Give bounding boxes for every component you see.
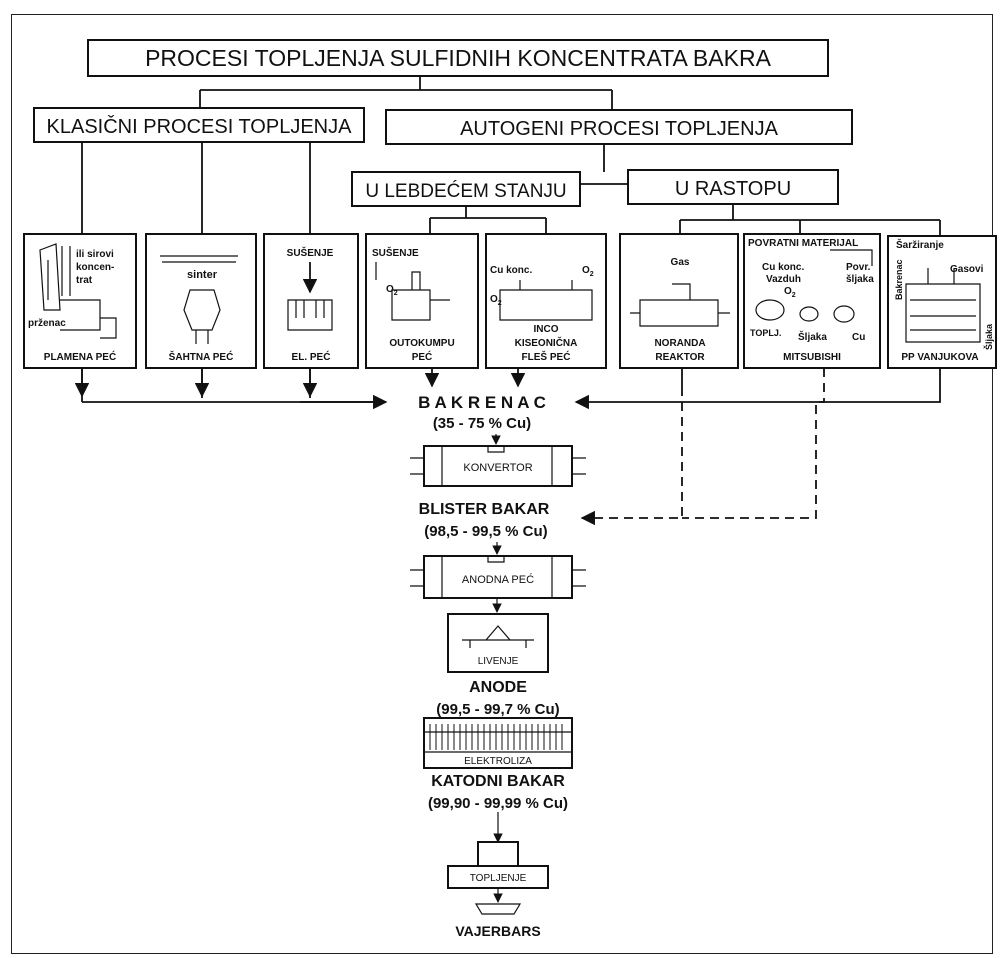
vanjukova-note2: Gasovi [950, 264, 984, 275]
flash-branch [429, 206, 547, 234]
outokumpu-name2: PEĆ [412, 350, 433, 363]
mitsubishi-note1: POVRATNI MATERIJAL [748, 238, 858, 249]
inco-name1: INCO [534, 324, 559, 335]
title-box: PROCESI TOPLJENJA SULFIDNIH KONCENTRATA … [87, 39, 829, 77]
panel-mitsubishi: POVRATNI MATERIJAL Cu konc. Vazduh O2 Po… [743, 233, 881, 369]
classic-drops [81, 142, 311, 234]
vanjukova-note3: Bakrenac [894, 259, 904, 300]
anode-furnace-label: ANODNA PEĆ [462, 573, 534, 586]
wirebars-label: VAJERBARS [455, 923, 540, 939]
cathode-label: KATODNI BAKAR [431, 773, 565, 790]
inco-name2: KISEONIČNA [515, 336, 578, 349]
diagram-title: PROCESI TOPLJENJA SULFIDNIH KONCENTRATA … [145, 45, 771, 71]
bath-group-label: U RASTOPU [675, 178, 791, 200]
inco-furnace-icon [499, 280, 593, 321]
plamena-note4: prženac [28, 318, 66, 329]
mitsubishi-note6: šljaka [846, 274, 874, 285]
matte-pct: (35 - 75 % Cu) [433, 415, 531, 432]
elpec-name: EL. PEĆ [292, 350, 331, 363]
vanjukova-note4: Šljaka [983, 323, 994, 350]
panel-sahtna-pec: sinter ŠAHTNA PEĆ [145, 233, 257, 369]
anodes-pct: (99,5 - 99,7 % Cu) [436, 701, 559, 718]
matte-label: B A K R E N A C [418, 393, 546, 412]
bath-group-box: U RASTOPU [627, 169, 839, 205]
classic-group-label: KLASIČNI PROCESI TOPLJENJA [47, 115, 353, 138]
panel-vanjukova: Šaržiranje Gasovi Bakrenac Šljaka PP VAN… [887, 235, 997, 369]
outokumpu-note1: SUŠENJE [372, 246, 419, 259]
panel-el-pec: SUŠENJE EL. PEĆ [263, 233, 359, 369]
autogenous-group-box: AUTOGENI PROCESI TOPLJENJA [385, 109, 853, 145]
mitsubishi-furnaces-icon [755, 249, 873, 323]
mitsubishi-note8: Šljaka [798, 330, 827, 343]
melting-box: TOPLJENJE [447, 841, 549, 889]
mitsubishi-note2: Cu konc. [762, 262, 804, 273]
anodes-label: ANODE [469, 679, 527, 696]
elpec-note1: SUŠENJE [287, 246, 334, 259]
bath-branch [679, 204, 941, 236]
noranda-name1: NORANDA [654, 338, 705, 349]
sahtna-note1: sinter [187, 269, 218, 281]
title-connectors [199, 76, 613, 110]
inco-name3: FLEŠ PEĆ [522, 350, 571, 363]
plamena-name: PLAMENA PEĆ [44, 350, 116, 363]
autogenous-group-label: AUTOGENI PROCESI TOPLJENJA [460, 118, 779, 140]
mitsubishi-note7: TOPLJ. [750, 328, 781, 338]
casting-box: LIVENJE [447, 613, 549, 673]
electrolysis-box: ELEKTROLIZA [423, 717, 573, 769]
outokumpu-name1: OUTOKUMPU [389, 338, 454, 349]
blister-pct: (98,5 - 99,5 % Cu) [424, 523, 547, 540]
flash-group-box: U LEBDEĆEM STANJU [351, 171, 581, 207]
classic-group-box: KLASIČNI PROCESI TOPLJENJA [33, 107, 365, 143]
dashed-return-line [580, 402, 683, 526]
mitsubishi-o2: O2 [784, 286, 796, 299]
plamena-note3: trat [76, 275, 93, 286]
dashed-return-line-2 [682, 368, 825, 519]
anode-furnace-box: ANODNA PEĆ [410, 555, 586, 599]
panel-plamena-pec: ili sirovi koncen- trat prženac PLAMENA … [23, 233, 137, 369]
sinter-belt-icon [160, 255, 238, 263]
reverb-furnace-icon [39, 243, 117, 339]
converter-box: KONVERTOR [410, 445, 586, 487]
panel-noranda: Gas NORANDA REAKTOR [619, 233, 739, 369]
noranda-note1: Gas [671, 257, 690, 268]
electrolysis-label: ELEKTROLIZA [464, 756, 532, 767]
panel-outokumpu: SUŠENJE O2 OUTOKUMPU PEĆ [365, 233, 479, 369]
noranda-reactor-icon [630, 283, 730, 327]
vanjukova-name: PP VANJUKOVA [901, 352, 978, 363]
melting-label: TOPLJENJE [470, 873, 527, 884]
blister-label: BLISTER BAKAR [419, 501, 550, 518]
noranda-name2: REAKTOR [655, 352, 705, 363]
mitsubishi-note9: Cu [852, 332, 865, 343]
converter-label: KONVERTOR [463, 462, 532, 474]
sahtna-name: ŠAHTNA PEĆ [169, 350, 234, 363]
flash-group-label: U LEBDEĆEM STANJU [365, 180, 566, 202]
inco-note1: Cu konc. [490, 265, 532, 276]
cathode-pct: (99,90 - 99,99 % Cu) [428, 795, 568, 812]
panel-inco: Cu konc. O2 O2 INCO KISEONIČNA FLEŠ PEĆ [485, 233, 607, 369]
flash-furnace-icon [375, 262, 450, 321]
electric-furnace-icon [287, 299, 333, 331]
wirebar-mold-icon [474, 903, 522, 915]
vanjukova-furnace-icon [905, 268, 981, 343]
outokumpu-o2: O2 [386, 284, 398, 297]
plamena-note2: koncen- [76, 262, 114, 273]
mitsubishi-note5: Povr. [846, 262, 871, 273]
autogenous-connectors [580, 144, 628, 185]
bath-collector [574, 368, 941, 410]
casting-label: LIVENJE [478, 656, 519, 667]
mitsubishi-note3: Vazduh [766, 274, 801, 285]
plamena-note1: ili sirovi [76, 249, 114, 260]
inco-o2-right: O2 [582, 265, 594, 278]
vanjukova-note1: Šaržiranje [896, 238, 944, 251]
mitsubishi-name: MITSUBISHI [783, 352, 841, 363]
classic-collector [81, 368, 384, 403]
